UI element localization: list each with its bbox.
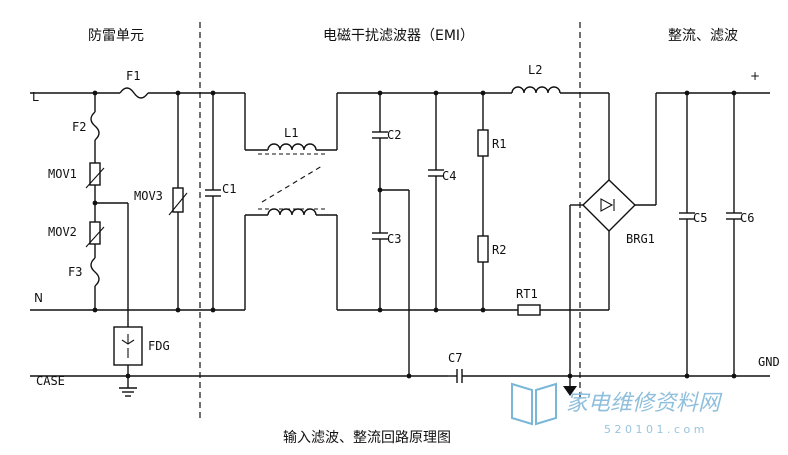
- terminal-L: L: [32, 90, 39, 104]
- terminal-plus: +: [750, 69, 760, 83]
- gas-discharge-tube-FDG: [113, 326, 143, 366]
- section-label-rectify: 整流、滤波: [668, 28, 738, 44]
- label-RT1: RT1: [516, 287, 538, 301]
- watermark-url: 5 2 0 1 0 1 . c o m: [604, 423, 704, 436]
- inductor-L2: [511, 86, 561, 94]
- thermistor-RT1: [517, 304, 541, 316]
- label-F2: F2: [72, 120, 86, 134]
- label-R2: R2: [492, 243, 506, 257]
- emi-filter-wiring: [244, 86, 609, 383]
- label-L1: L1: [284, 126, 298, 140]
- ground-arrow: [563, 386, 577, 396]
- label-MOV2: MOV2: [48, 225, 77, 239]
- inductor-L1-upper: [267, 143, 317, 151]
- label-C7: C7: [448, 351, 462, 365]
- label-F1: F1: [126, 69, 140, 83]
- label-FDG: FDG: [148, 339, 170, 353]
- lightning-unit-wiring: [30, 87, 245, 397]
- label-R1: R1: [492, 137, 506, 151]
- bridge-rectifier-BRG1: [582, 179, 636, 232]
- watermark-text: 家电维修资料网: [566, 391, 723, 416]
- label-C1: C1: [222, 182, 236, 196]
- terminal-GND: GND: [758, 355, 780, 369]
- section-label-emi: 电磁干扰滤波器（EMI）: [323, 28, 474, 44]
- section-label-lightning: 防雷单元: [88, 28, 144, 44]
- label-F3: F3: [68, 265, 82, 279]
- label-C6: C6: [740, 211, 754, 225]
- terminal-CASE: CASE: [36, 374, 65, 388]
- label-L2: L2: [528, 63, 542, 77]
- resistor-R2: [477, 235, 489, 263]
- terminal-N: N: [34, 291, 43, 305]
- fuse-F2: [90, 111, 100, 141]
- label-C3: C3: [387, 232, 401, 246]
- label-C5: C5: [693, 211, 707, 225]
- inductor-L1-lower: [267, 208, 317, 216]
- rectifier-wiring: [563, 90, 770, 396]
- resistor-R1: [477, 129, 489, 157]
- label-BRG1: BRG1: [626, 232, 655, 246]
- label-C2: C2: [387, 128, 401, 142]
- label-MOV3: MOV3: [134, 189, 163, 203]
- fuse-F3: [90, 257, 100, 287]
- diagram-caption: 输入滤波、整流回路原理图: [283, 430, 451, 446]
- label-C4: C4: [442, 169, 456, 183]
- fuse-F1: [119, 87, 149, 99]
- label-MOV1: MOV1: [48, 167, 77, 181]
- watermark-logo: [511, 382, 557, 426]
